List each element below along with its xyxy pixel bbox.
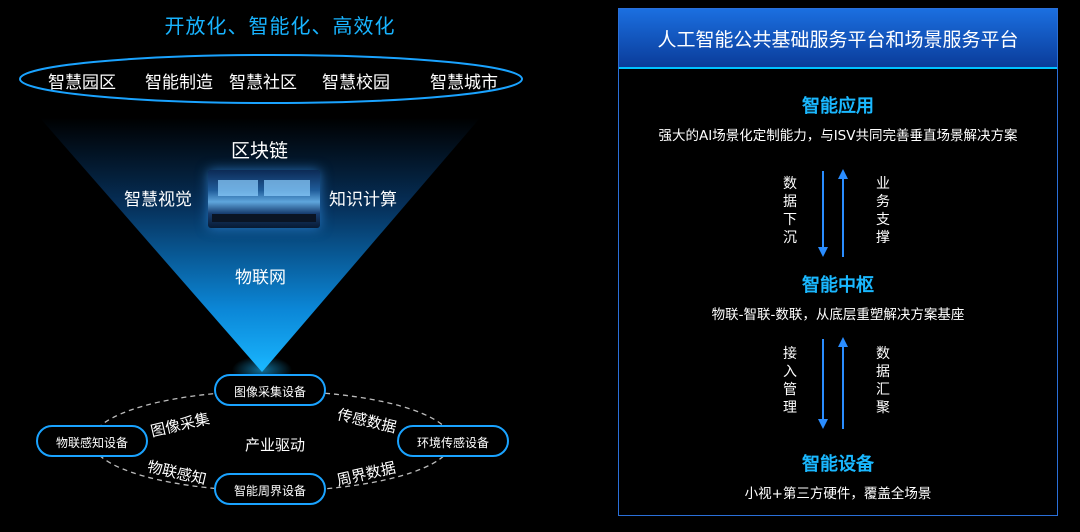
panel-header: 人工智能公共基础服务平台和场景服务平台: [619, 9, 1057, 69]
flow-char: 数据下沉: [783, 176, 797, 246]
device-label-image-capture: 图像采集设备: [233, 385, 306, 399]
flow-label-data-sink: 数据下沉: [782, 175, 798, 247]
flow-label-access-management: 接入管理: [782, 345, 798, 417]
device-capsule-image-capture: [214, 374, 326, 406]
device-label-env-sensing: 环境传感设备: [416, 436, 489, 450]
layer-title-applications: 智能应用: [802, 96, 874, 117]
flow-arrows-lower: [818, 337, 848, 429]
device-capsule-perimeter: [214, 473, 326, 505]
funnel-label-blockchain: 区块链: [231, 140, 289, 162]
scenario-ellipse: [19, 54, 523, 104]
funnel-label-iot: 物联网: [235, 268, 286, 288]
layer-desc-hub: 物联-智联-数联，从底层重塑解决方案基座: [711, 307, 965, 323]
control-room-image: [208, 170, 320, 228]
ring-label-industry-drive: 产业驱动: [245, 436, 306, 454]
scenario-smart-campus: 智慧校园: [322, 73, 390, 93]
left-diagram-graphics: [19, 54, 523, 505]
scenario-smart-city: 智慧城市: [430, 73, 498, 93]
device-label-iot-sensing: 物联感知设备: [55, 436, 128, 450]
flow-char: 接入管理: [783, 346, 797, 416]
layer-desc-applications: 强大的AI场景化定制能力，与ISV共同完善垂直场景解决方案: [658, 128, 1018, 144]
flow-char: 数据汇聚: [876, 346, 890, 416]
flow-label-data-aggregation: 数据汇聚: [875, 345, 891, 417]
scenario-smart-park: 智慧园区: [48, 73, 116, 93]
funnel-label-vision: 智慧视觉: [124, 190, 192, 210]
funnel-label-knowledge: 知识计算: [329, 190, 397, 210]
funnel-triangle: [40, 118, 480, 372]
flow-arrows-upper: [818, 169, 848, 257]
scenario-smart-manufacturing: 智能制造: [145, 73, 213, 93]
device-capsule-iot-sensing: [36, 425, 148, 457]
top-title: 开放化、智能化、高效化: [164, 14, 396, 38]
scenario-smart-community: 智慧社区: [229, 73, 297, 93]
layer-desc-devices: 小视+第三方硬件，覆盖全场景: [744, 486, 932, 502]
flow-label-business-support: 业务支撑: [875, 175, 891, 247]
device-label-perimeter: 智能周界设备: [233, 484, 306, 498]
platform-panel: 人工智能公共基础服务平台和场景服务平台 智能应用 强大的AI场景化定制能力，与I…: [618, 8, 1058, 516]
flow-char: 业务支撑: [876, 176, 890, 246]
device-capsule-env-sensing: [397, 425, 509, 457]
layer-title-hub: 智能中枢: [802, 275, 874, 296]
layer-title-devices: 智能设备: [802, 454, 874, 475]
